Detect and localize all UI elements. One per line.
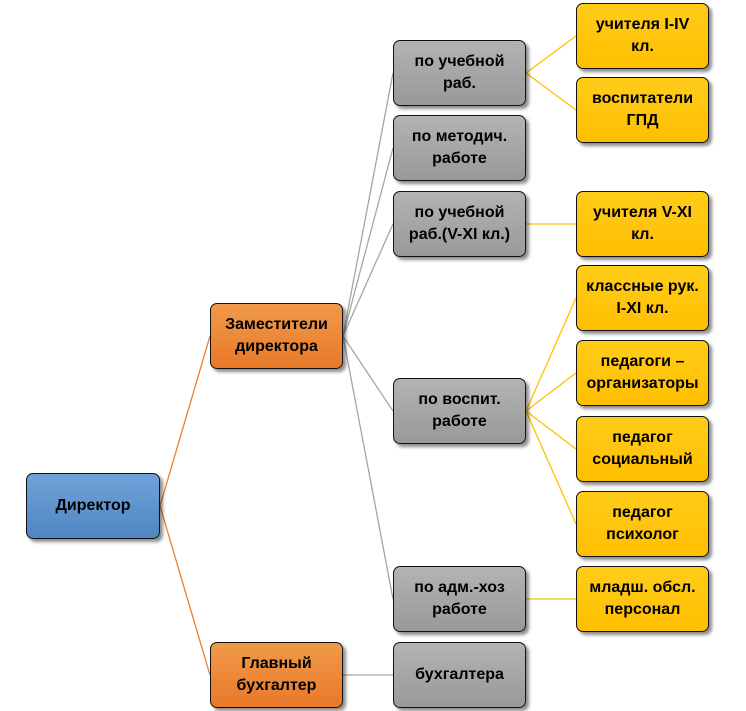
connector-upbringing-psychologist [525, 410, 577, 525]
dep-study-primary-box: по учебной раб. [393, 40, 526, 106]
accountants-label: бухгалтера [415, 666, 504, 683]
connector-upbringing-organizers [525, 372, 577, 412]
class-leaders-label: классные рук. I-XI кл. [586, 278, 699, 317]
dep-admin-box: по адм.-хоз работе [393, 566, 526, 632]
dep-upbringing-box: по воспит. работе [393, 378, 526, 444]
psychologist-box: педагог психолог [576, 491, 709, 557]
connector-study-primary-gpd [525, 72, 577, 111]
director-label: Директор [55, 497, 131, 514]
chief-accountant-label: Главный бухгалтер [236, 655, 317, 694]
junior-staff-label: младш. обсл. персонал [589, 579, 696, 618]
social-teacher-label: педагог социальный [592, 429, 693, 468]
dep-admin-label: по адм.-хоз работе [414, 579, 505, 618]
chief-accountant-box: Главный бухгалтер [210, 642, 343, 708]
dep-study-primary-label: по учебной раб. [414, 53, 505, 92]
dep-study-secondary-label: по учебной раб.(V-XI кл.) [408, 204, 511, 243]
connector-deputies-upbringing [342, 335, 394, 412]
connector-deputies-study-secondary [342, 223, 394, 337]
junior-staff-box: младш. обсл. персонал [576, 566, 709, 632]
accountants-box: бухгалтера [393, 642, 526, 708]
director-box: Директор [26, 473, 160, 539]
class-leaders-box: классные рук. I-XI кл. [576, 265, 709, 331]
dep-study-secondary-box: по учебной раб.(V-XI кл.) [393, 191, 526, 257]
dep-method-label: по методич. работе [411, 128, 508, 167]
gpd-educators-box: воспитатели ГПД [576, 77, 709, 143]
connector-deputies-study-primary [342, 72, 394, 337]
organizers-label: педагоги – организаторы [586, 353, 699, 392]
connector-deputies-admin [342, 335, 394, 600]
gpd-educators-label: воспитатели ГПД [591, 90, 694, 129]
connector-upbringing-social [525, 410, 577, 450]
connector-deputies-method [342, 147, 394, 337]
teachers-5-11-box: учителя V-XI кл. [576, 191, 709, 257]
connector-upbringing-class-leaders [525, 297, 577, 412]
dep-method-box: по методич. работе [393, 115, 526, 181]
dep-upbringing-label: по воспит. работе [418, 391, 501, 430]
psychologist-label: педагог психолог [606, 504, 679, 543]
deputies-box: Заместители директора [210, 303, 343, 369]
teachers-1-4-label: учителя I-IV кл. [595, 16, 690, 55]
deputies-label: Заместители директора [225, 316, 328, 355]
social-teacher-box: педагог социальный [576, 416, 709, 482]
connector-director-accountant [159, 505, 211, 676]
teachers-1-4-box: учителя I-IV кл. [576, 3, 709, 69]
organizers-box: педагоги – организаторы [576, 340, 709, 406]
connector-director-deputies [159, 335, 211, 507]
teachers-5-11-label: учителя V-XI кл. [593, 204, 692, 243]
connector-study-primary-teachers [525, 35, 577, 74]
